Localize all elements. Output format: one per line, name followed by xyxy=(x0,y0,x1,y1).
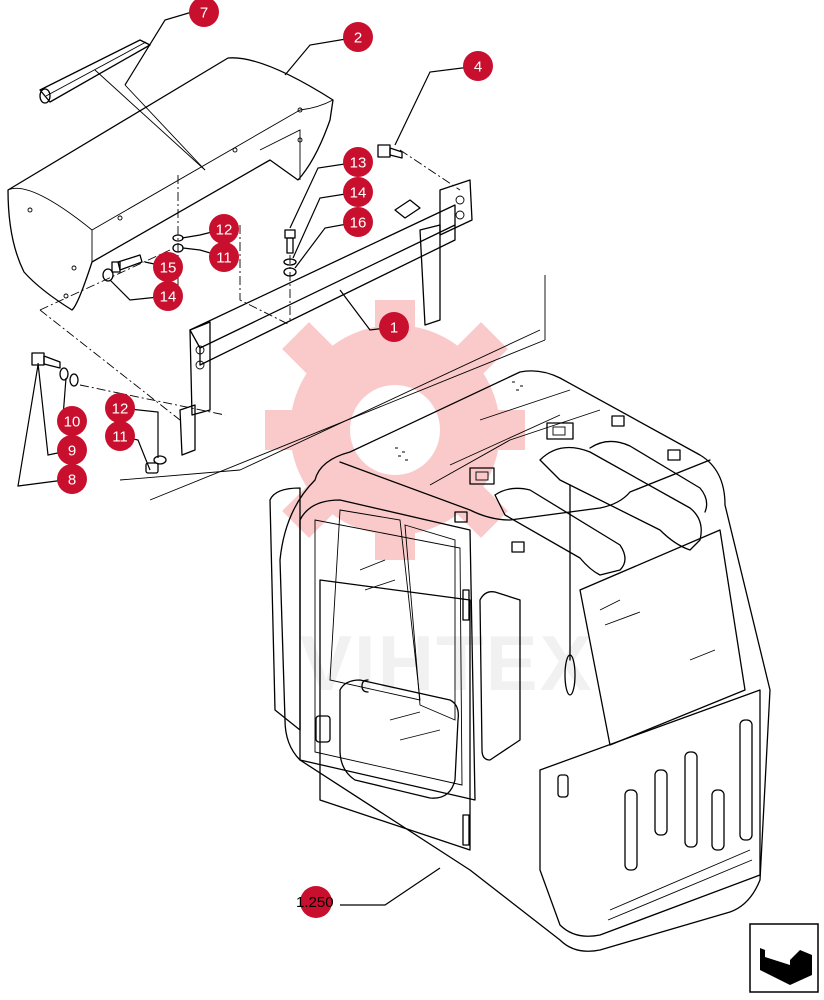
washer xyxy=(102,268,114,282)
support-frame xyxy=(179,179,473,456)
callout-14: 14 xyxy=(343,177,373,207)
callout-number: 8 xyxy=(68,472,76,489)
callout-marker xyxy=(463,51,493,81)
callout-marker xyxy=(57,406,87,436)
callout-marker xyxy=(105,393,135,423)
hardware xyxy=(31,144,403,474)
callout-15: 15 xyxy=(153,252,183,282)
bolt xyxy=(31,352,61,369)
watermark: VIHTEX xyxy=(265,300,594,707)
callout-10: 10 xyxy=(57,406,87,436)
callout-number: 14 xyxy=(350,185,367,202)
callout-marker xyxy=(57,464,87,494)
callout-9: 9 xyxy=(57,435,87,465)
callout-8: 8 xyxy=(57,464,87,494)
callout-number: 4 xyxy=(474,59,482,76)
callout-11: 11 xyxy=(209,242,239,272)
callout-marker xyxy=(343,147,373,177)
callout-16: 16 xyxy=(343,207,373,237)
callout-4: 4 xyxy=(463,51,493,81)
callout-marker xyxy=(209,242,239,272)
reference-label: 1.250 xyxy=(296,894,334,911)
roof-hinge xyxy=(469,422,574,485)
callout-12: 12 xyxy=(209,214,239,244)
seal-tube xyxy=(39,39,206,171)
callout-number: 2 xyxy=(354,30,362,47)
callout-marker xyxy=(105,421,135,451)
roof-cover xyxy=(7,57,334,311)
watermark-text: VIHTEX xyxy=(300,619,594,707)
bolt xyxy=(377,144,403,159)
callout-marker xyxy=(153,281,183,311)
callout-marker xyxy=(189,0,219,27)
assembly-lines xyxy=(119,275,546,501)
callout-number: 11 xyxy=(216,250,232,267)
washer xyxy=(69,373,79,387)
callout-marker xyxy=(57,435,87,465)
cab-assembly xyxy=(269,370,771,952)
callout-13: 13 xyxy=(343,147,373,177)
washer xyxy=(283,267,297,277)
washer xyxy=(283,258,297,266)
callout-number: 12 xyxy=(112,401,129,418)
callout-number: 13 xyxy=(350,155,367,172)
watermark-gear-icon xyxy=(265,300,525,560)
callouts: 7 2 4 13 14 16 12 11 15 14 1 10 9 8 12 11 xyxy=(57,0,493,494)
callout-number: 15 xyxy=(160,260,177,277)
callout-number: 11 xyxy=(112,429,128,446)
callout-number: 7 xyxy=(200,5,208,22)
callout-number: 16 xyxy=(350,215,367,232)
callout-2: 2 xyxy=(343,22,373,52)
callout-1: 1 xyxy=(379,312,409,342)
nut xyxy=(145,462,159,474)
callout-number: 10 xyxy=(64,414,81,431)
washer xyxy=(59,367,69,381)
callout-marker xyxy=(343,177,373,207)
callout-7: 7 xyxy=(189,0,219,27)
bolt xyxy=(111,254,143,273)
washer xyxy=(153,455,167,465)
next-page-icon[interactable] xyxy=(749,923,819,993)
callout-12: 12 xyxy=(105,393,135,423)
callout-number: 9 xyxy=(68,443,76,460)
callout-marker xyxy=(209,214,239,244)
callout-14: 14 xyxy=(153,281,183,311)
callout-marker xyxy=(343,207,373,237)
callout-number: 12 xyxy=(216,222,233,239)
bolt xyxy=(284,229,296,254)
callout-marker xyxy=(379,312,409,342)
callout-number: 14 xyxy=(160,289,177,306)
callout-marker xyxy=(153,252,183,282)
callout-11: 11 xyxy=(105,421,135,451)
callout-marker xyxy=(343,22,373,52)
reference-callout: 1.250 xyxy=(296,886,334,918)
callout-number: 1 xyxy=(390,320,398,337)
